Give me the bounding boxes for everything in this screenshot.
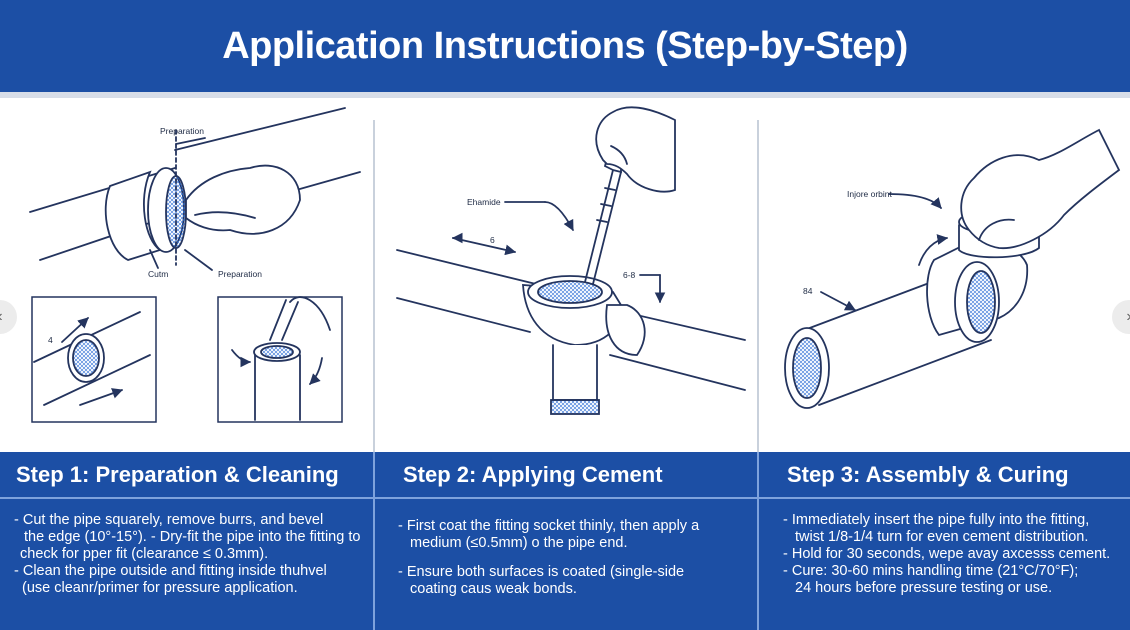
step3-line: - Cure: 30-60 mins handling time (21°C/7… xyxy=(783,563,1079,579)
step1-title: Step 1: Preparation & Cleaning xyxy=(16,462,339,487)
page-title: Application Instructions (Step-by-Step) xyxy=(222,24,908,67)
step1-line: (use cleanr/primer for pressure applicat… xyxy=(22,580,298,596)
step3-illustration: Injore orbint 84 xyxy=(784,128,1121,409)
label-cutm: Cutm xyxy=(148,269,168,279)
label-84: 84 xyxy=(803,286,813,296)
step3-line: - Immediately insert the pipe fully into… xyxy=(783,512,1090,528)
panel-divider-2 xyxy=(757,120,759,452)
step2-title-rule xyxy=(375,497,757,499)
steps-band xyxy=(0,452,1130,630)
steps-divider-1 xyxy=(373,452,375,630)
chevron-left-icon: ‹ xyxy=(0,308,3,326)
carousel-prev-button[interactable]: ‹ xyxy=(0,300,17,334)
step2-line: - First coat the fitting socket thinly, … xyxy=(398,518,700,534)
step1-line: - Cut the pipe squarely, remove burrs, a… xyxy=(14,512,324,528)
label-arrow-6: 6 xyxy=(490,235,495,245)
step2-illustration: Ehamide 6-8 6 xyxy=(396,106,746,415)
label-preparation-top: Preparation xyxy=(160,126,204,136)
label-ehamide: Ehamide xyxy=(467,197,501,207)
label-inset-left: 4 xyxy=(48,335,53,345)
step3-title-rule xyxy=(759,497,1130,499)
step1-line: - Clean the pipe outside and fitting ins… xyxy=(14,563,327,579)
label-6-8: 6-8 xyxy=(623,270,636,280)
step3-title: Step 3: Assembly & Curing xyxy=(787,462,1069,487)
step1-line: the edge (10°-15°). - Dry-fit the pipe i… xyxy=(24,529,361,545)
step2-title: Step 2: Applying Cement xyxy=(403,462,663,487)
label-injore-orbint: Injore orbint xyxy=(847,189,893,199)
step1-line: check for pper fit (clearance ≤ 0.3mm). xyxy=(20,546,269,562)
step1-title-rule xyxy=(0,497,373,499)
carousel-next-button[interactable]: › xyxy=(1112,300,1130,334)
panel-divider-1 xyxy=(373,120,375,452)
step3-text: - Immediately insert the pipe fully into… xyxy=(783,512,1128,597)
label-preparation-bottom: Preparation xyxy=(218,269,262,279)
step1-text: - Cut the pipe squarely, remove burrs, a… xyxy=(14,512,369,597)
banner-shadow xyxy=(0,92,1130,98)
step2-line: medium (≤0.5mm) o the pipe end. xyxy=(410,535,628,551)
step3-line: twist 1/8-1/4 turn for even cement distr… xyxy=(795,529,1089,545)
step3-line: 24 hours before pressure testing or use. xyxy=(795,580,1053,596)
chevron-right-icon: › xyxy=(1126,308,1130,326)
header-banner: Application Instructions (Step-by-Step) xyxy=(0,0,1130,92)
step1-illustration: Preparation Cutm Preparation 4 xyxy=(29,107,361,423)
step2-text: - First coat the fitting socket thinly, … xyxy=(398,518,753,598)
step3-line: - Hold for 30 seconds, wepe avay axcesss… xyxy=(783,546,1111,562)
step2-line: - Ensure both surfaces is coated (single… xyxy=(398,564,685,580)
step2-line: coating caus weak bonds. xyxy=(410,581,577,597)
steps-divider-2 xyxy=(757,452,759,630)
